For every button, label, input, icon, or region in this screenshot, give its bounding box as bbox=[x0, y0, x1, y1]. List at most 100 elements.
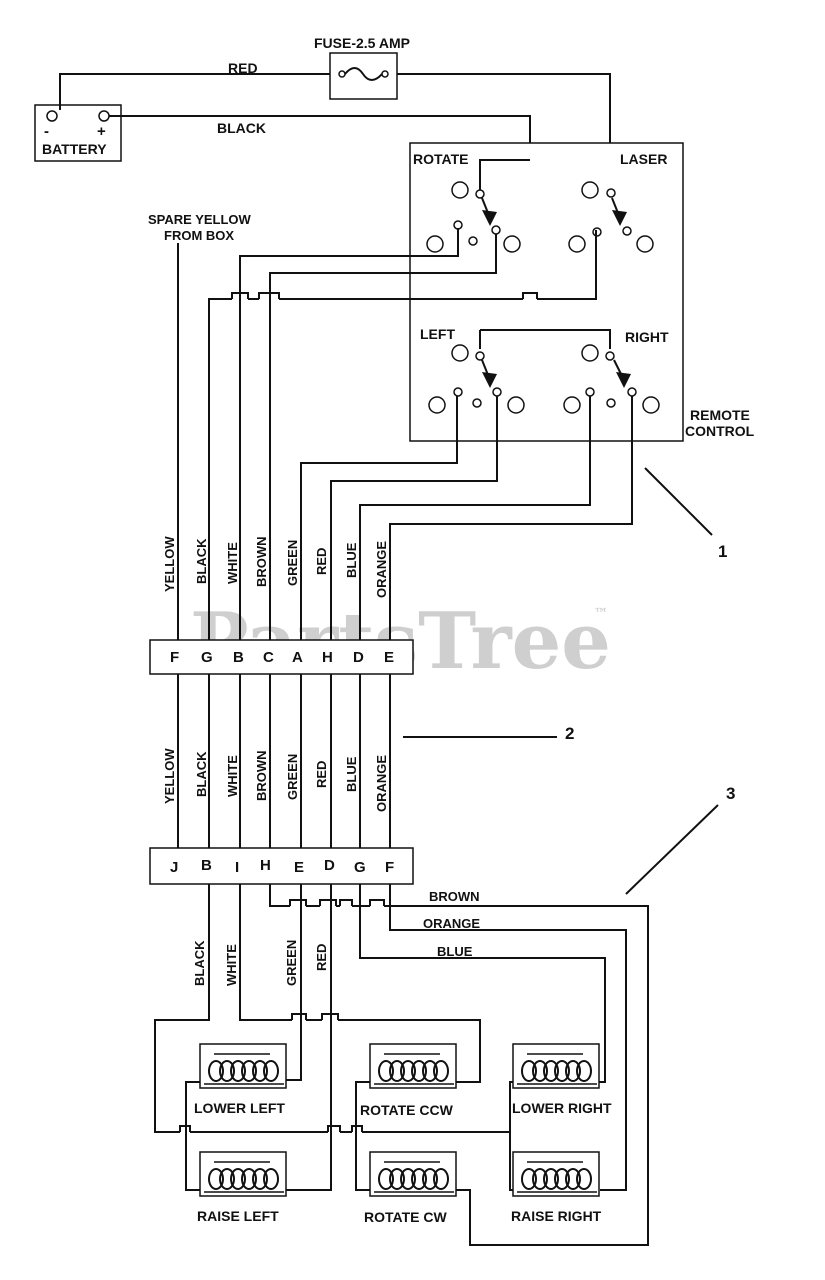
coil-winding-icon bbox=[521, 1168, 537, 1190]
black-wire-top bbox=[208, 230, 597, 640]
orange-wire-top bbox=[389, 396, 633, 640]
coil-winding-icon bbox=[422, 1060, 438, 1082]
coil-winding-icon bbox=[543, 1060, 559, 1082]
solenoid-lower-right-label: LOWER RIGHT bbox=[512, 1100, 612, 1116]
right-switch bbox=[563, 344, 660, 414]
connector-2-pin-b: B bbox=[201, 857, 212, 874]
coil-winding-icon bbox=[230, 1168, 246, 1190]
callout-3: 3 bbox=[726, 784, 735, 803]
solenoid-raise-left: RAISE LEFT bbox=[197, 1151, 287, 1224]
wire-label-brown-mid: BROWN bbox=[254, 750, 269, 801]
connector-2-pin-i: I bbox=[235, 859, 239, 876]
connector-1-pin-h: H bbox=[322, 649, 333, 666]
coil-winding-icon bbox=[400, 1168, 416, 1190]
remote-control: ROTATE LASER LEFT RIGHT REMOTE CONTROL bbox=[409, 142, 755, 442]
callout-2: 2 bbox=[565, 724, 574, 743]
battery-positive-label: + bbox=[97, 123, 106, 140]
red-wire-battery-fuse bbox=[59, 73, 330, 110]
coil-winding-icon bbox=[219, 1168, 235, 1190]
wire-label-yellow-upper: YELLOW bbox=[162, 536, 177, 592]
wire-label-blue-upper: BLUE bbox=[344, 542, 359, 578]
coil-winding-icon bbox=[565, 1168, 581, 1190]
solenoid-lower-left: LOWER LEFT bbox=[194, 1043, 287, 1116]
left-switch bbox=[428, 344, 525, 414]
callout-1-leader bbox=[644, 467, 713, 536]
solenoid-rotate-cw-label: ROTATE CW bbox=[364, 1209, 447, 1225]
coil-winding-icon bbox=[241, 1060, 257, 1082]
wire-label-red-mid: RED bbox=[314, 761, 329, 788]
solenoid-lower-left-label: LOWER LEFT bbox=[194, 1100, 285, 1116]
connector-2-pin-j: J bbox=[170, 859, 178, 876]
coil-winding-icon bbox=[411, 1060, 427, 1082]
coil-winding-icon bbox=[433, 1168, 449, 1190]
harness-2: YELLOW BLACK WHITE BROWN GREEN RED BLUE … bbox=[162, 674, 391, 848]
coil-winding-icon bbox=[554, 1168, 570, 1190]
connector-1-pin-f: F bbox=[170, 649, 179, 666]
red-wire-label: RED bbox=[228, 60, 258, 76]
coil-winding-icon bbox=[422, 1168, 438, 1190]
rotate-switch-label: ROTATE bbox=[413, 151, 468, 167]
solenoid-raise-right-label: RAISE RIGHT bbox=[511, 1208, 602, 1224]
left-switch-label: LEFT bbox=[420, 326, 455, 342]
connector-2-pin-h: H bbox=[260, 857, 271, 874]
wire-label-blue-mid: BLUE bbox=[344, 756, 359, 792]
coil-winding-icon bbox=[532, 1168, 548, 1190]
bottom-wiring: BROWN ORANGE BLUE BLACK WHITE GREEN RED bbox=[154, 884, 649, 1246]
wire-label-green-upper: GREEN bbox=[285, 540, 300, 586]
coil-winding-icon bbox=[263, 1060, 279, 1082]
red-wire-top bbox=[330, 396, 498, 640]
coil-winding-icon bbox=[411, 1168, 427, 1190]
coil-winding-icon bbox=[263, 1168, 279, 1190]
wire-label-brown-upper: BROWN bbox=[254, 536, 269, 587]
solenoid-raise-left-label: RAISE LEFT bbox=[197, 1208, 279, 1224]
laser-switch bbox=[568, 181, 654, 253]
wire-label-white-mid: WHITE bbox=[225, 755, 240, 797]
remote-control-label-1: REMOTE bbox=[690, 407, 750, 423]
laser-switch-label: LASER bbox=[620, 151, 667, 167]
right-switch-label: RIGHT bbox=[625, 329, 669, 345]
coil-winding-icon bbox=[521, 1060, 537, 1082]
bottom-label-brown: BROWN bbox=[429, 889, 480, 904]
bottom-label-green: GREEN bbox=[284, 940, 299, 986]
coil-winding-icon bbox=[208, 1168, 224, 1190]
coil-winding-icon bbox=[219, 1060, 235, 1082]
connector-1: F G B C A H D E bbox=[149, 639, 414, 675]
connector-1-pin-d: D bbox=[353, 649, 364, 666]
upper-wire-labels: YELLOW BLACK WHITE BROWN GREEN RED BLUE … bbox=[162, 536, 389, 598]
connector-1-pin-g: G bbox=[201, 649, 213, 666]
callout-1: 1 bbox=[718, 542, 727, 561]
battery-positive-terminal bbox=[98, 110, 110, 122]
battery: - + BATTERY bbox=[34, 104, 122, 162]
coil-winding-icon bbox=[565, 1060, 581, 1082]
connector-2-pin-d: D bbox=[324, 857, 335, 874]
wire-label-black-upper: BLACK bbox=[194, 538, 209, 584]
coil-winding-icon bbox=[389, 1168, 405, 1190]
connector-2-pin-f: F bbox=[385, 859, 394, 876]
coil-winding-icon bbox=[208, 1060, 224, 1082]
wire-label-red-upper: RED bbox=[314, 548, 329, 575]
black-wire-label: BLACK bbox=[217, 120, 266, 136]
battery-negative-label: - bbox=[44, 123, 49, 140]
connector-2: J B I H E D G F bbox=[149, 847, 414, 885]
watermark-tm: ™ bbox=[594, 606, 608, 622]
coil-winding-icon bbox=[230, 1060, 246, 1082]
white-wire-top bbox=[239, 228, 459, 640]
connector-1-pin-b: B bbox=[233, 649, 244, 666]
solenoid-raise-right: RAISE RIGHT bbox=[511, 1151, 602, 1224]
bottom-label-black: BLACK bbox=[192, 940, 207, 986]
connector-1-pin-a: A bbox=[292, 649, 303, 666]
coil-winding-icon bbox=[252, 1168, 268, 1190]
wire-label-yellow-mid: YELLOW bbox=[162, 748, 177, 804]
spare-yellow-label-2: FROM BOX bbox=[164, 228, 234, 243]
spare-yellow-label-1: SPARE YELLOW bbox=[148, 212, 252, 227]
solenoid-rotate-ccw: ROTATE CCW bbox=[360, 1043, 457, 1118]
connector-2-pin-e: E bbox=[294, 859, 304, 876]
coil-winding-icon bbox=[554, 1060, 570, 1082]
battery-negative-terminal bbox=[46, 110, 58, 122]
bottom-label-orange: ORANGE bbox=[423, 916, 480, 931]
wire-label-orange-mid: ORANGE bbox=[374, 755, 389, 812]
fuse-label: FUSE-2.5 AMP bbox=[314, 35, 410, 51]
coil-winding-icon bbox=[532, 1060, 548, 1082]
